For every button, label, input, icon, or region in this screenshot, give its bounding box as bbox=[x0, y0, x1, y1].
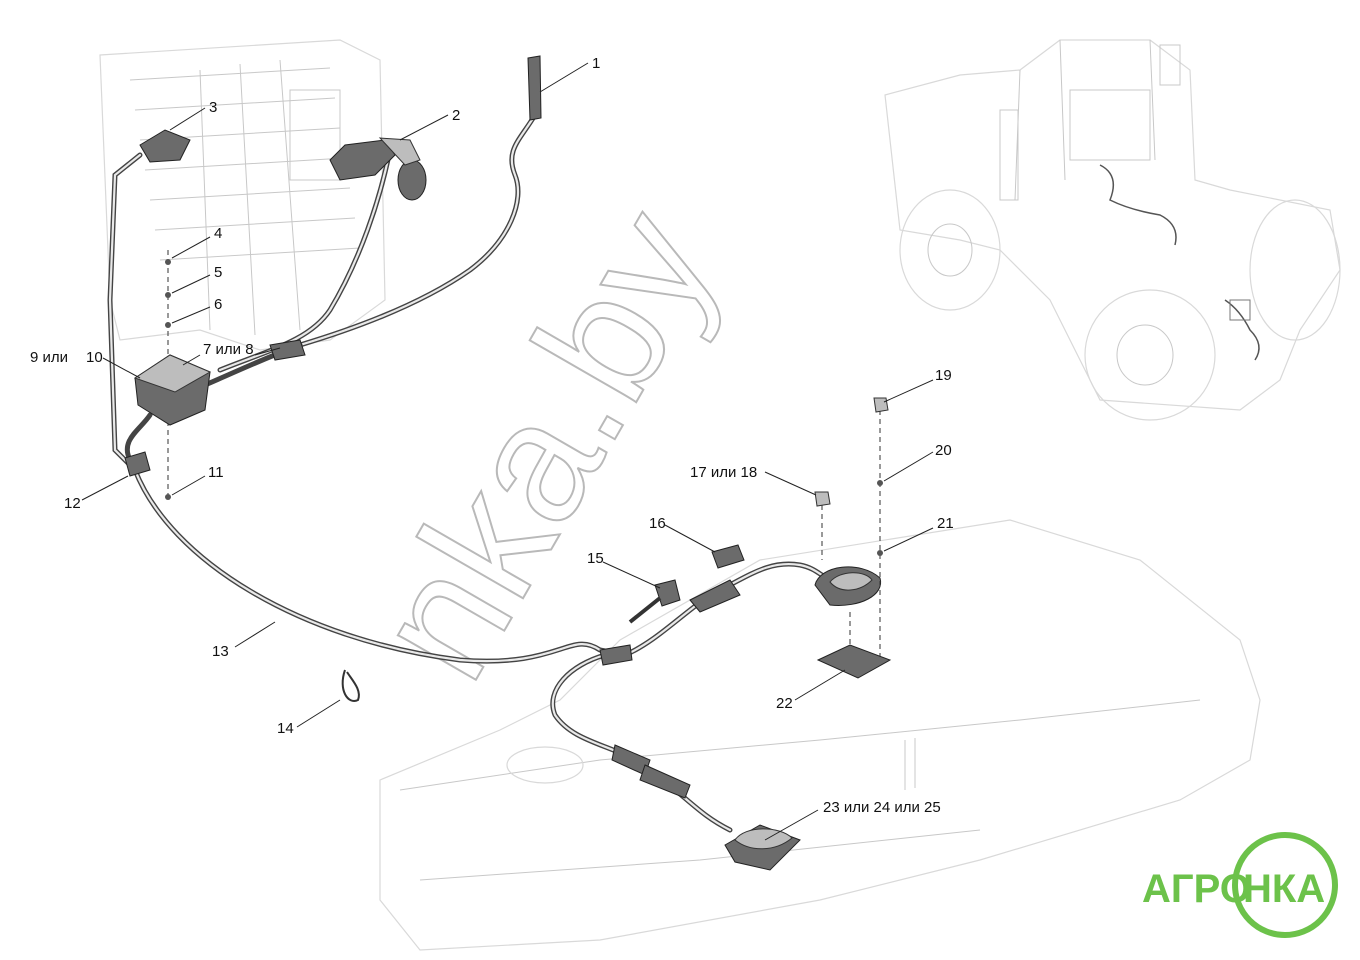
callout-4: 4 bbox=[214, 225, 222, 242]
callout-15: 15 bbox=[587, 550, 604, 567]
callout-19: 19 bbox=[935, 367, 952, 384]
part-10-control-module bbox=[133, 339, 306, 426]
part-14-tie bbox=[341, 669, 360, 702]
callout-16: 16 bbox=[649, 515, 666, 532]
part-1-antenna bbox=[527, 55, 542, 121]
callout-11: 11 bbox=[208, 464, 224, 481]
callout-7-or-8: 7 или 8 bbox=[203, 341, 254, 358]
callout-22: 22 bbox=[776, 695, 793, 712]
callout-2: 2 bbox=[452, 107, 460, 124]
callout-5: 5 bbox=[214, 264, 222, 281]
brand-logo: АГРО НКА bbox=[1142, 832, 1338, 938]
callout-23-or-24-or-25: 23 или 24 или 25 bbox=[823, 799, 941, 816]
callout-1: 1 bbox=[592, 55, 600, 72]
parts-19-20-21-bolts bbox=[873, 397, 889, 660]
part-2-connector bbox=[329, 137, 427, 201]
part-16-fuse bbox=[711, 544, 745, 569]
callout-14: 14 bbox=[277, 720, 294, 737]
callout-13: 13 bbox=[212, 643, 229, 660]
callout-6: 6 bbox=[214, 296, 222, 313]
callout-9-or: 9 или bbox=[30, 349, 68, 366]
callout-10: 10 bbox=[86, 349, 103, 366]
inline-connectors bbox=[599, 579, 741, 799]
tractor-illustration bbox=[884, 39, 1341, 421]
callout-labels: 1 2 3 4 5 6 7 или 8 9 или 10 11 12 13 14… bbox=[30, 55, 954, 816]
parts-4-5-6-fasteners bbox=[165, 250, 171, 500]
callout-12: 12 bbox=[64, 495, 81, 512]
tank-background bbox=[379, 519, 1261, 951]
part-22-gasket bbox=[816, 612, 892, 679]
part-23-24-25-level-sensor bbox=[724, 824, 801, 871]
callout-17-or-18: 17 или 18 bbox=[690, 464, 757, 481]
callout-3: 3 bbox=[209, 99, 217, 116]
brand-text-right: НКА bbox=[1243, 867, 1325, 911]
part-15-fuse-holder bbox=[628, 579, 681, 624]
brand-text-left: АГРО bbox=[1142, 867, 1251, 911]
callout-21: 21 bbox=[937, 515, 954, 532]
leader-lines bbox=[81, 62, 934, 841]
part-17-18-level-sensor bbox=[814, 491, 882, 606]
part-12-clamp bbox=[124, 451, 151, 477]
callout-20: 20 bbox=[935, 442, 952, 459]
watermark: nka.by bbox=[337, 180, 752, 709]
engine-background bbox=[99, 39, 386, 351]
part-3-receiver bbox=[139, 129, 191, 163]
